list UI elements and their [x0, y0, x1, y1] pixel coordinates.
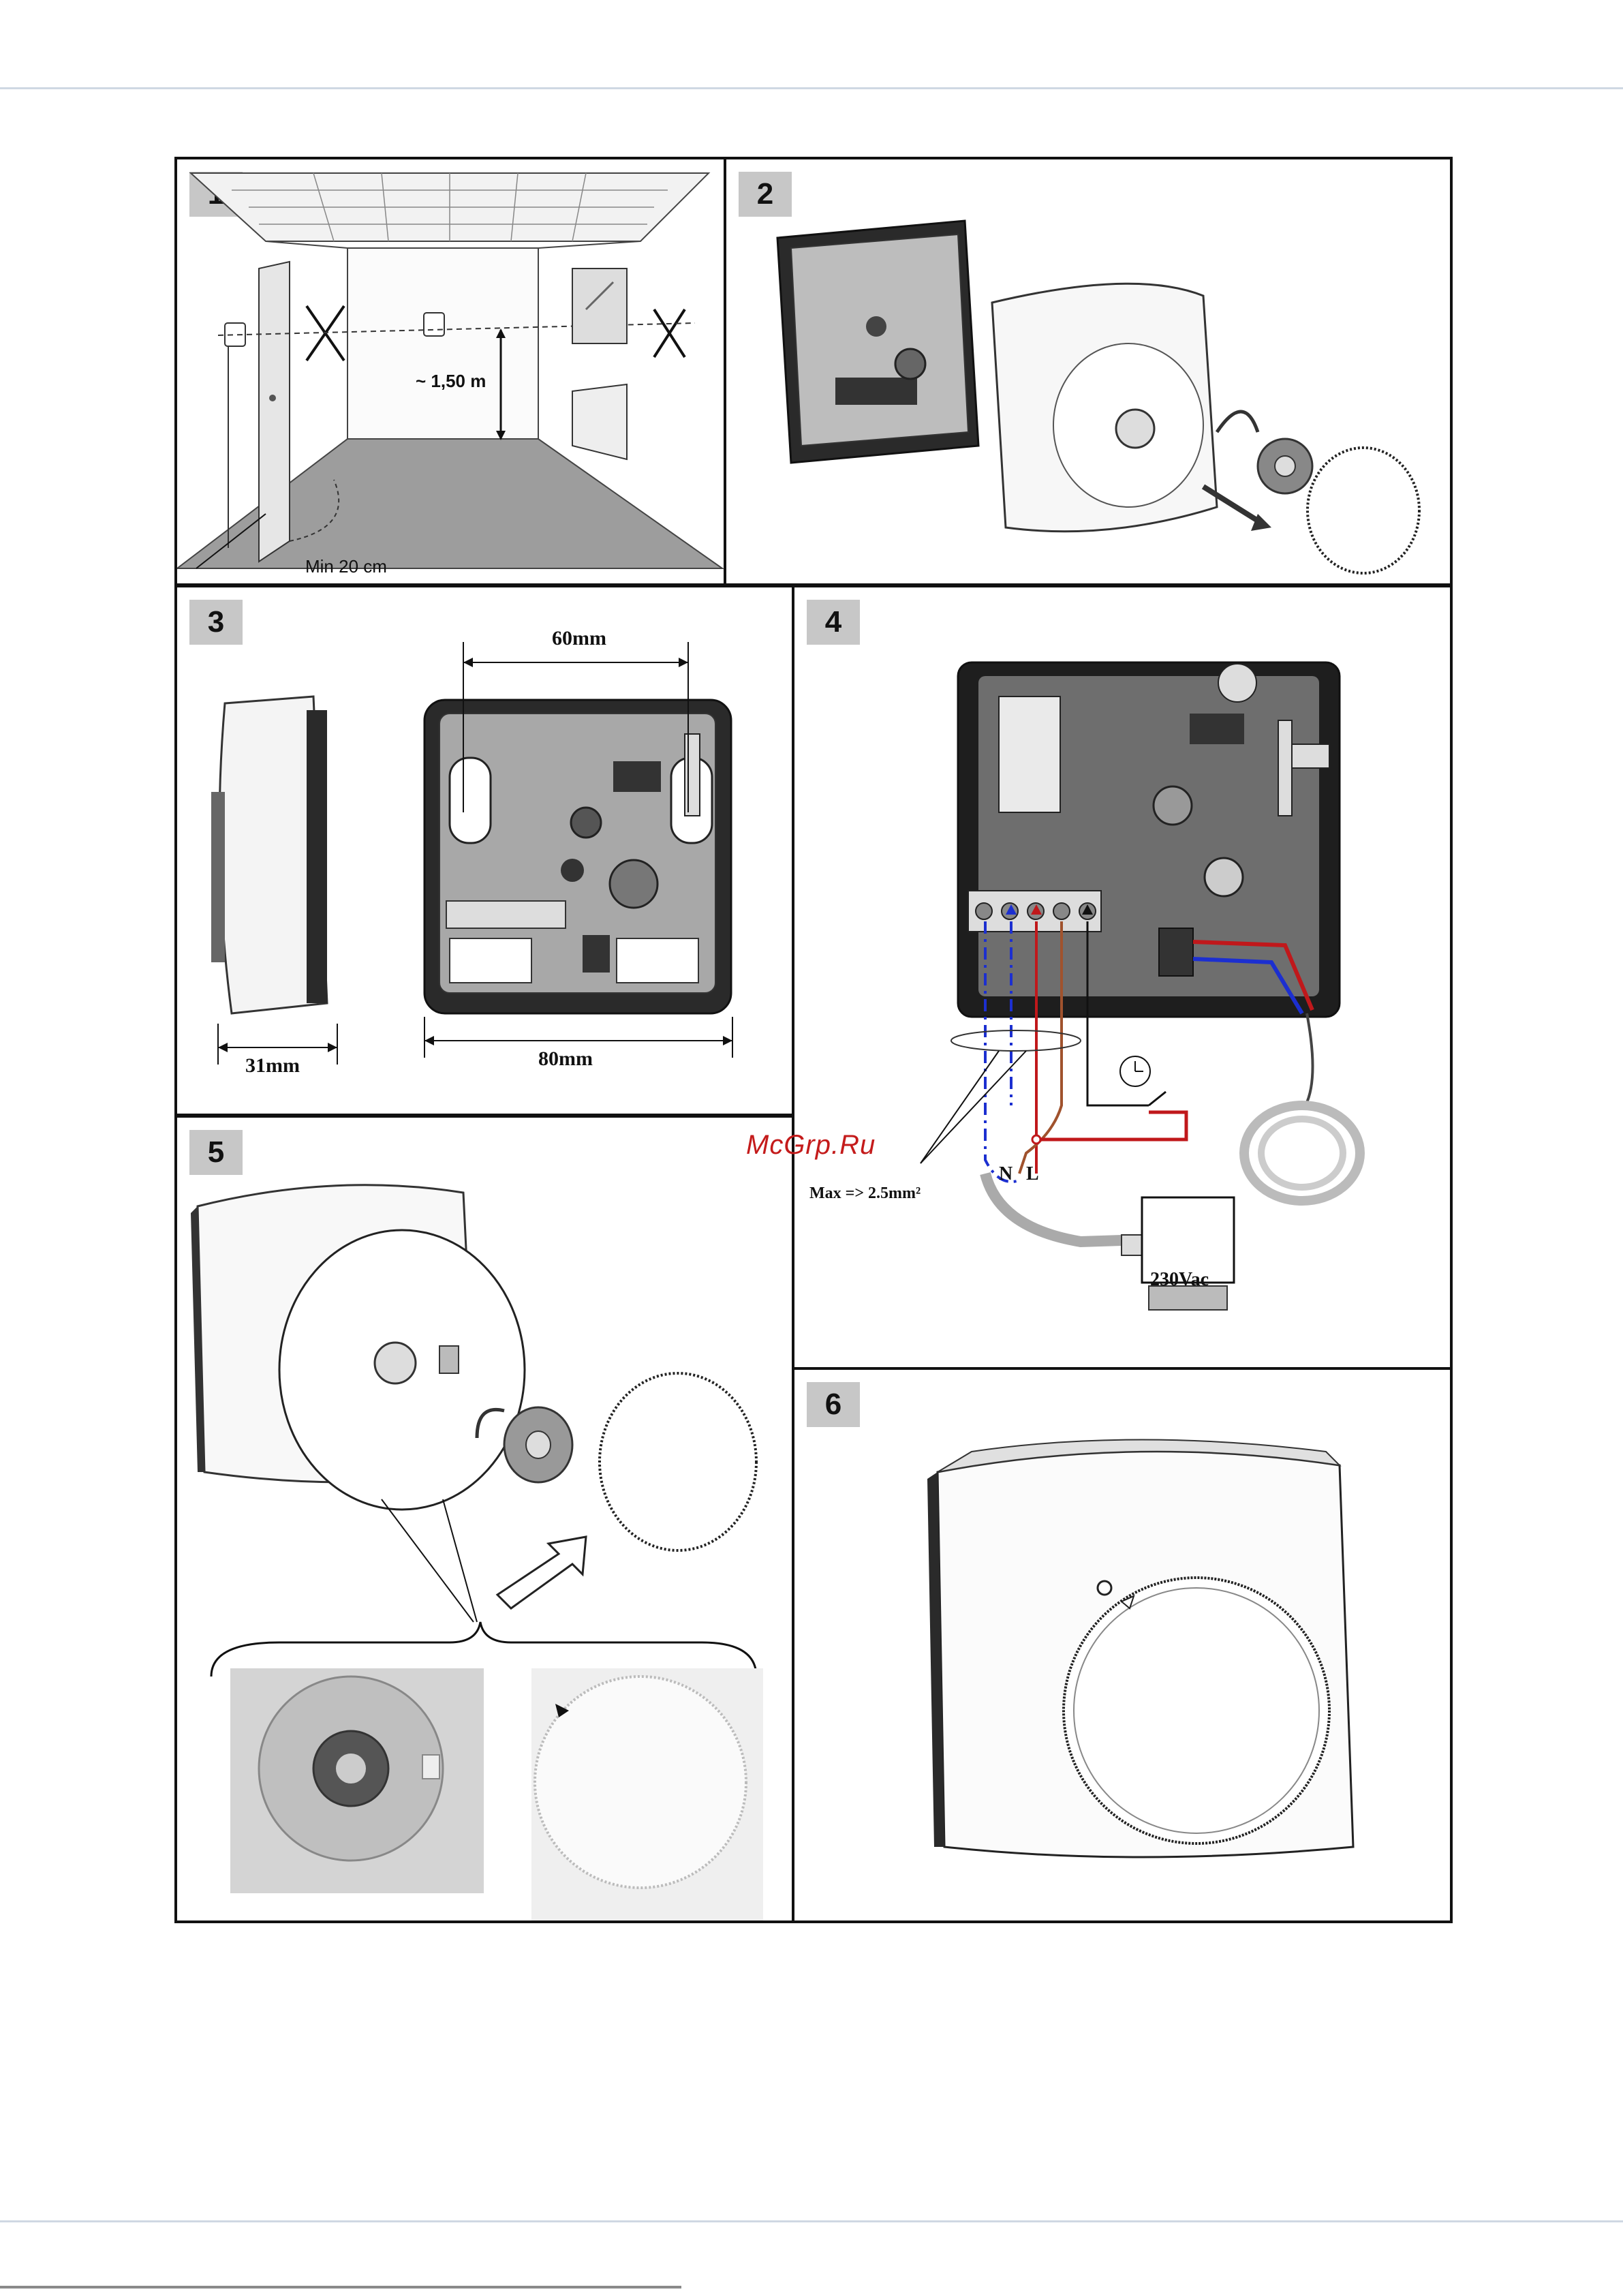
depth-label: 31mm [245, 1054, 300, 1077]
panel-5-knob-assembly: 5 [174, 1115, 794, 1923]
voltage-label: 230Vac [1150, 1269, 1209, 1291]
disassembly-illustration [726, 159, 1450, 583]
dimensions-illustration [177, 587, 792, 1114]
panel-6-final-assembly: 6 [792, 1367, 1453, 1923]
top-divider [0, 87, 1623, 89]
panel-4-wiring: 4 [792, 585, 1453, 1370]
knob-assembly-illustration [177, 1118, 792, 1920]
max-section-label: Max => 2.5mm² [809, 1184, 921, 1203]
final-assembly-illustration [794, 1370, 1450, 1920]
live-label: L [1026, 1163, 1039, 1185]
panel-2-disassembly: 2 [724, 157, 1453, 586]
footer-line [0, 2286, 681, 2289]
height-label: ~ 1,50 m [416, 371, 486, 392]
panel-3-dimensions: 3 60mm 31mm 80mm [174, 585, 794, 1116]
wiring-illustration [794, 587, 1450, 1367]
neutral-label: N [999, 1163, 1013, 1185]
watermark: McGrp.Ru [746, 1130, 876, 1161]
width-top-label: 60mm [552, 627, 606, 650]
width-bottom-label: 80mm [538, 1047, 593, 1071]
bottom-divider [0, 2220, 1623, 2222]
panel-1-room-placement: 1 [174, 157, 726, 586]
min-distance-label: Min 20 cm [305, 556, 387, 577]
